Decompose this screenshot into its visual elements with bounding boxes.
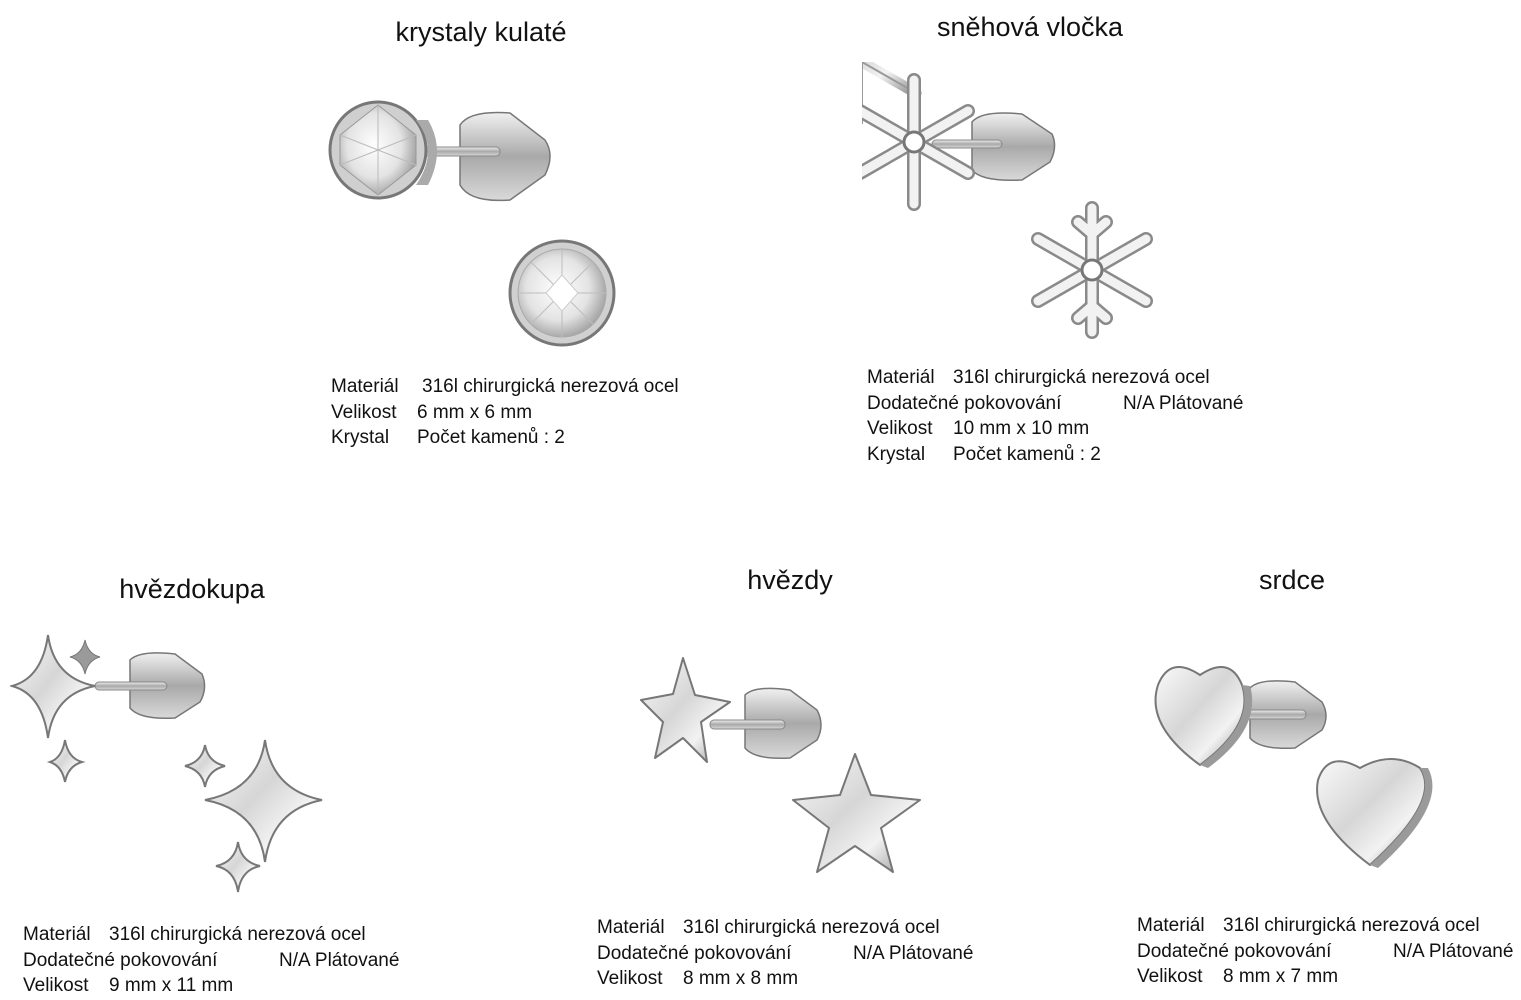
spec-value: 316l chirurgická nerezová ocel [109, 924, 366, 945]
spec-value: N/A Plátované [853, 942, 974, 964]
spec-label: Materiál [1137, 915, 1205, 936]
spec-label: Velikost [597, 968, 663, 990]
spec-label: Velikost [331, 401, 397, 423]
spec-value: 10 mm x 10 mm [953, 418, 1090, 440]
spec-label: Materiál [23, 924, 91, 945]
spec-label: Materiál [867, 367, 935, 388]
spec-label: Velikost [867, 418, 933, 440]
spec-value: 8 mm x 7 mm [1223, 966, 1339, 988]
round-crystal-earrings-image [320, 85, 630, 355]
spec-value: 316l chirurgická nerezová ocel [683, 917, 940, 938]
spec-label: Velikost [23, 975, 89, 997]
product-title: srdce [1258, 565, 1326, 595]
spec-value: Počet kamenů : 2 [953, 444, 1101, 466]
spec-value: 316l chirurgická nerezová ocel [953, 367, 1210, 388]
star-cluster-earrings-image [10, 630, 330, 910]
spec-value: N/A Plátované [1123, 392, 1244, 414]
spec-label: Materiál [331, 376, 399, 397]
spec-value: N/A Plátované [1393, 940, 1514, 962]
spec-value: 6 mm x 6 mm [417, 401, 533, 423]
spec-label: Materiál [597, 917, 665, 938]
spec-label: Krystal [867, 444, 926, 466]
product-title: hvězdokupa [119, 574, 265, 604]
spec-value: 316l chirurgická nerezová ocel [422, 376, 679, 397]
spec-label: Dodatečné pokovování [867, 392, 1062, 414]
spec-value: 8 mm x 8 mm [683, 968, 799, 990]
star-earrings-image [635, 650, 935, 880]
spec-label: Dodatečné pokovování [1137, 940, 1332, 962]
snowflake-earrings-image [862, 62, 1172, 352]
product-title: hvězdy [747, 565, 833, 595]
spec-value: N/A Plátované [279, 949, 400, 971]
spec-label: Krystal [331, 427, 390, 449]
spec-value: 316l chirurgická nerezová ocel [1223, 915, 1480, 936]
product-title: sněhová vločka [936, 12, 1124, 42]
spec-label: Dodatečné pokovování [597, 942, 792, 964]
product-title: krystaly kulaté [395, 17, 567, 47]
spec-value: Počet kamenů : 2 [417, 427, 565, 449]
spec-label: Velikost [1137, 966, 1203, 988]
heart-earrings-image [1150, 650, 1450, 875]
spec-value: 9 mm x 11 mm [109, 975, 234, 997]
spec-label: Dodatečné pokovování [23, 949, 218, 971]
